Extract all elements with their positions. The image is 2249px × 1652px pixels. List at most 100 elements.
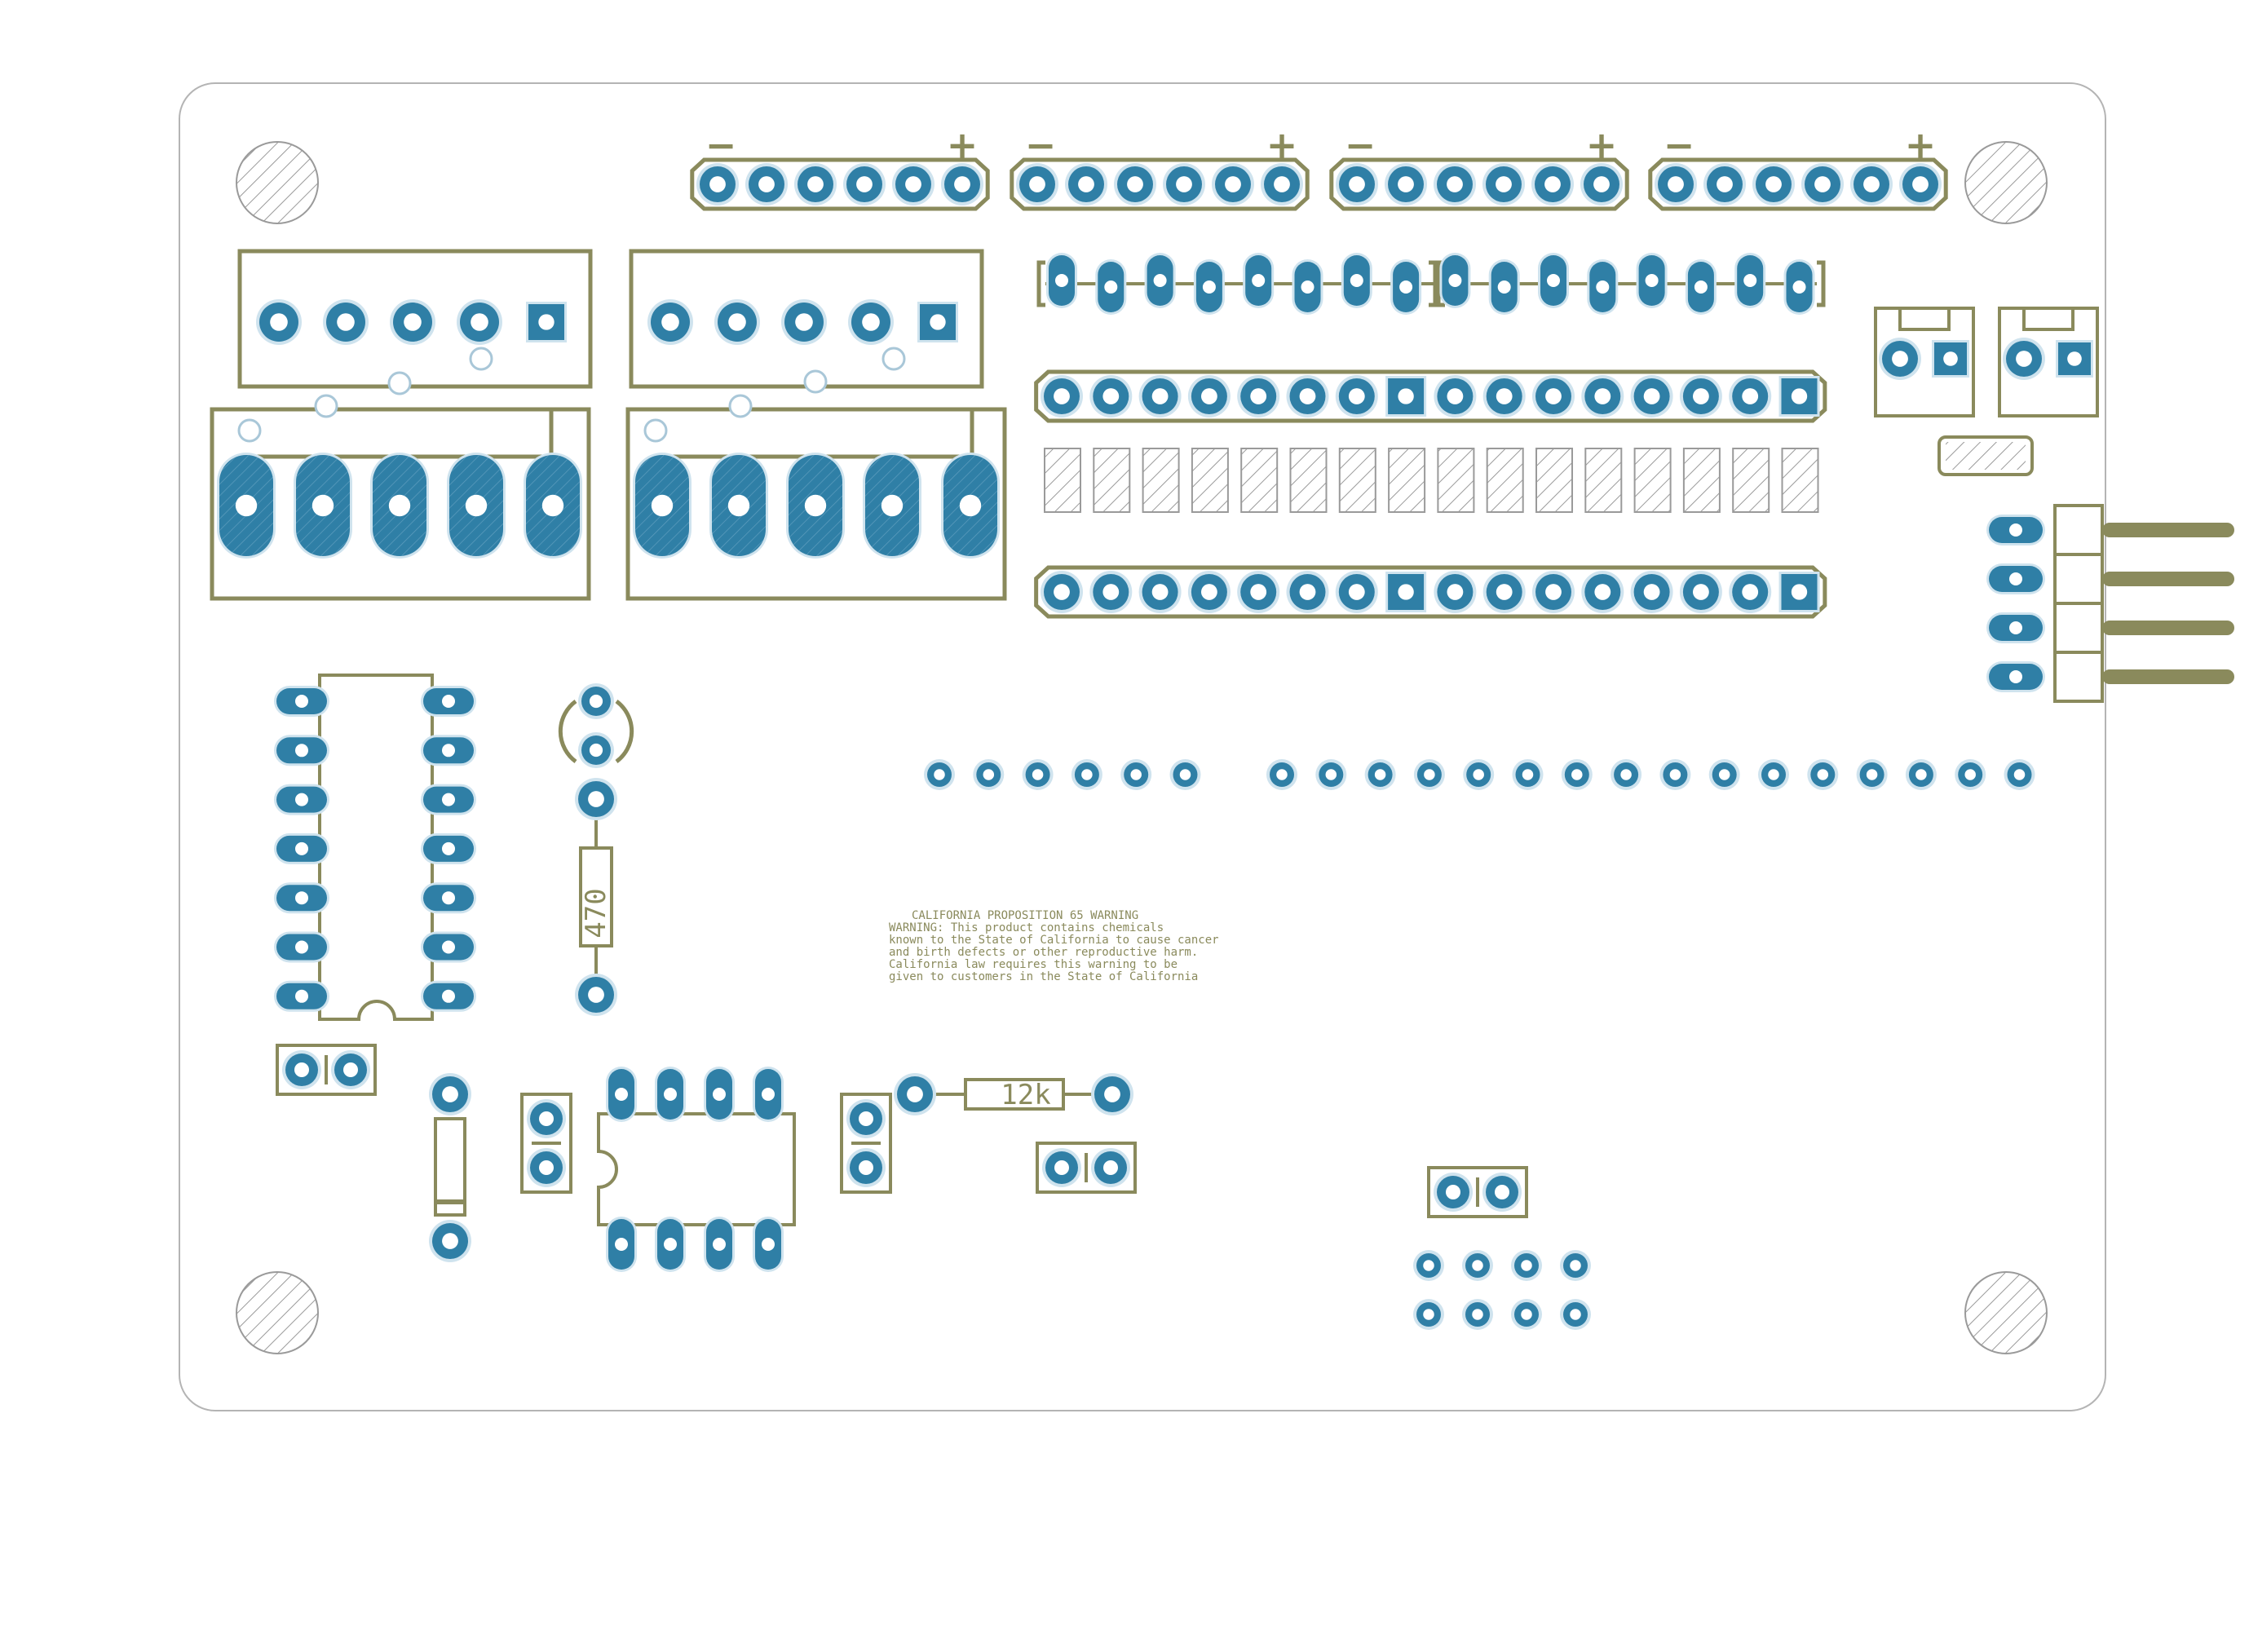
pad-drill	[1274, 176, 1290, 192]
pad-drill	[1447, 176, 1463, 192]
pad-drill	[1742, 388, 1759, 404]
pad-drill	[1130, 769, 1142, 780]
pad-drill	[1694, 280, 1708, 294]
pad-drill	[442, 940, 455, 954]
warning-line-6: given to customers in the State of Calif…	[889, 970, 1198, 983]
dip14-outline	[318, 674, 434, 1021]
pad-drill	[2067, 351, 2082, 366]
pad-drill	[1717, 176, 1733, 192]
pad-drill	[1791, 584, 1808, 600]
header-pin	[2102, 572, 2234, 586]
smd-pad-icon	[1191, 448, 1229, 513]
warning-line-2: WARNING: This product contains chemicals	[889, 921, 1164, 934]
pad-drill	[1348, 388, 1365, 404]
pad-drill	[442, 793, 455, 806]
pad-drill	[1570, 1260, 1581, 1271]
smd-pad-icon	[1142, 448, 1180, 513]
pad-drill	[589, 743, 603, 758]
pad-drill	[1102, 388, 1120, 404]
pad-drill	[1201, 584, 1217, 600]
pad-drill	[1496, 388, 1513, 404]
pad-drill	[1448, 274, 1462, 287]
pad-drill	[1496, 176, 1512, 192]
pad-drill	[471, 313, 488, 331]
pad-drill	[588, 791, 604, 807]
pad-drill	[1472, 1309, 1483, 1320]
header-outline	[1329, 157, 1629, 211]
header-pin	[2102, 621, 2234, 635]
pad-drill	[1446, 1185, 1460, 1199]
pad-drill	[615, 1238, 628, 1251]
pad-drill	[1032, 769, 1044, 780]
pad-drill	[954, 176, 970, 192]
pad-drill	[1151, 584, 1169, 600]
pad-drill	[727, 494, 750, 517]
via-icon	[728, 394, 753, 418]
pad-drill	[442, 1233, 458, 1249]
pad-drill	[1912, 176, 1929, 192]
transistor-outline-right	[615, 699, 634, 764]
smd-pad-icon	[1781, 448, 1819, 513]
prop65-warning: CALIFORNIA PROPOSITION 65 WARNING WARNIN…	[889, 909, 1219, 983]
pad-drill	[1151, 388, 1169, 404]
jumper-outline	[276, 1044, 377, 1096]
pad-drill	[1423, 1260, 1434, 1271]
header-outline	[1648, 157, 1948, 211]
pad-drill	[1423, 1309, 1434, 1320]
pad-drill	[1055, 274, 1068, 287]
pad-drill	[1398, 176, 1414, 192]
connector-latch	[1898, 307, 1951, 331]
pad-drill	[959, 494, 982, 517]
pad-drill	[1179, 769, 1191, 780]
pad-drill	[1718, 769, 1730, 780]
pad-drill	[1250, 584, 1267, 600]
connector-latch	[2022, 307, 2074, 331]
pad-drill	[728, 313, 746, 331]
pad-drill	[881, 494, 904, 517]
pad-drill	[1103, 1160, 1118, 1175]
pad-drill	[538, 314, 555, 330]
bracket-left	[1036, 260, 1045, 307]
pad-drill	[442, 841, 455, 855]
pad-drill	[1424, 769, 1435, 780]
diode-body	[434, 1117, 466, 1217]
resistor-470-label: 470	[580, 888, 612, 938]
terminal-block-4	[625, 407, 1007, 601]
pad-drill	[2009, 572, 2022, 585]
plus-sign: +	[1905, 123, 1937, 167]
warning-line-5: California law requires this warning to …	[889, 958, 1178, 971]
pad-drill	[295, 989, 308, 1003]
terminal-block-1	[237, 249, 593, 389]
pad-drill	[1299, 388, 1316, 404]
pad-drill	[1742, 584, 1759, 600]
pad-drill	[1350, 274, 1363, 287]
smd-pad-icon	[1535, 448, 1573, 513]
smd-pad-icon	[1338, 448, 1376, 513]
jumper-outline	[520, 1093, 572, 1194]
pad-drill	[983, 769, 995, 780]
transistor-outline-left	[558, 699, 577, 764]
smd-pad-icon	[1682, 448, 1721, 513]
smd-pad-icon	[1388, 448, 1426, 513]
pad-drill	[2009, 621, 2022, 634]
pad-drill	[1571, 769, 1583, 780]
pad-drill	[1054, 584, 1070, 600]
pad-drill	[1447, 584, 1464, 600]
pad-drill	[1104, 280, 1118, 294]
pad-drill	[1104, 1086, 1120, 1102]
pad-drill	[1521, 1260, 1532, 1271]
pad-drill	[295, 695, 308, 708]
pad-drill	[1521, 1309, 1532, 1320]
pad-drill	[1943, 351, 1958, 366]
pad-drill	[1201, 388, 1217, 404]
pad-drill	[1570, 1309, 1581, 1320]
pad-drill	[1276, 769, 1288, 780]
text-layer: 470 12k CALIFORNIA PROPOSITION 65 WARNIN…	[580, 123, 1936, 1111]
pad-drill	[1643, 388, 1660, 404]
pad-drill	[934, 769, 945, 780]
pad-drill	[539, 1111, 554, 1126]
pad-drill	[1693, 584, 1709, 600]
pad-drill	[312, 494, 334, 517]
pad-drill	[1348, 584, 1365, 600]
